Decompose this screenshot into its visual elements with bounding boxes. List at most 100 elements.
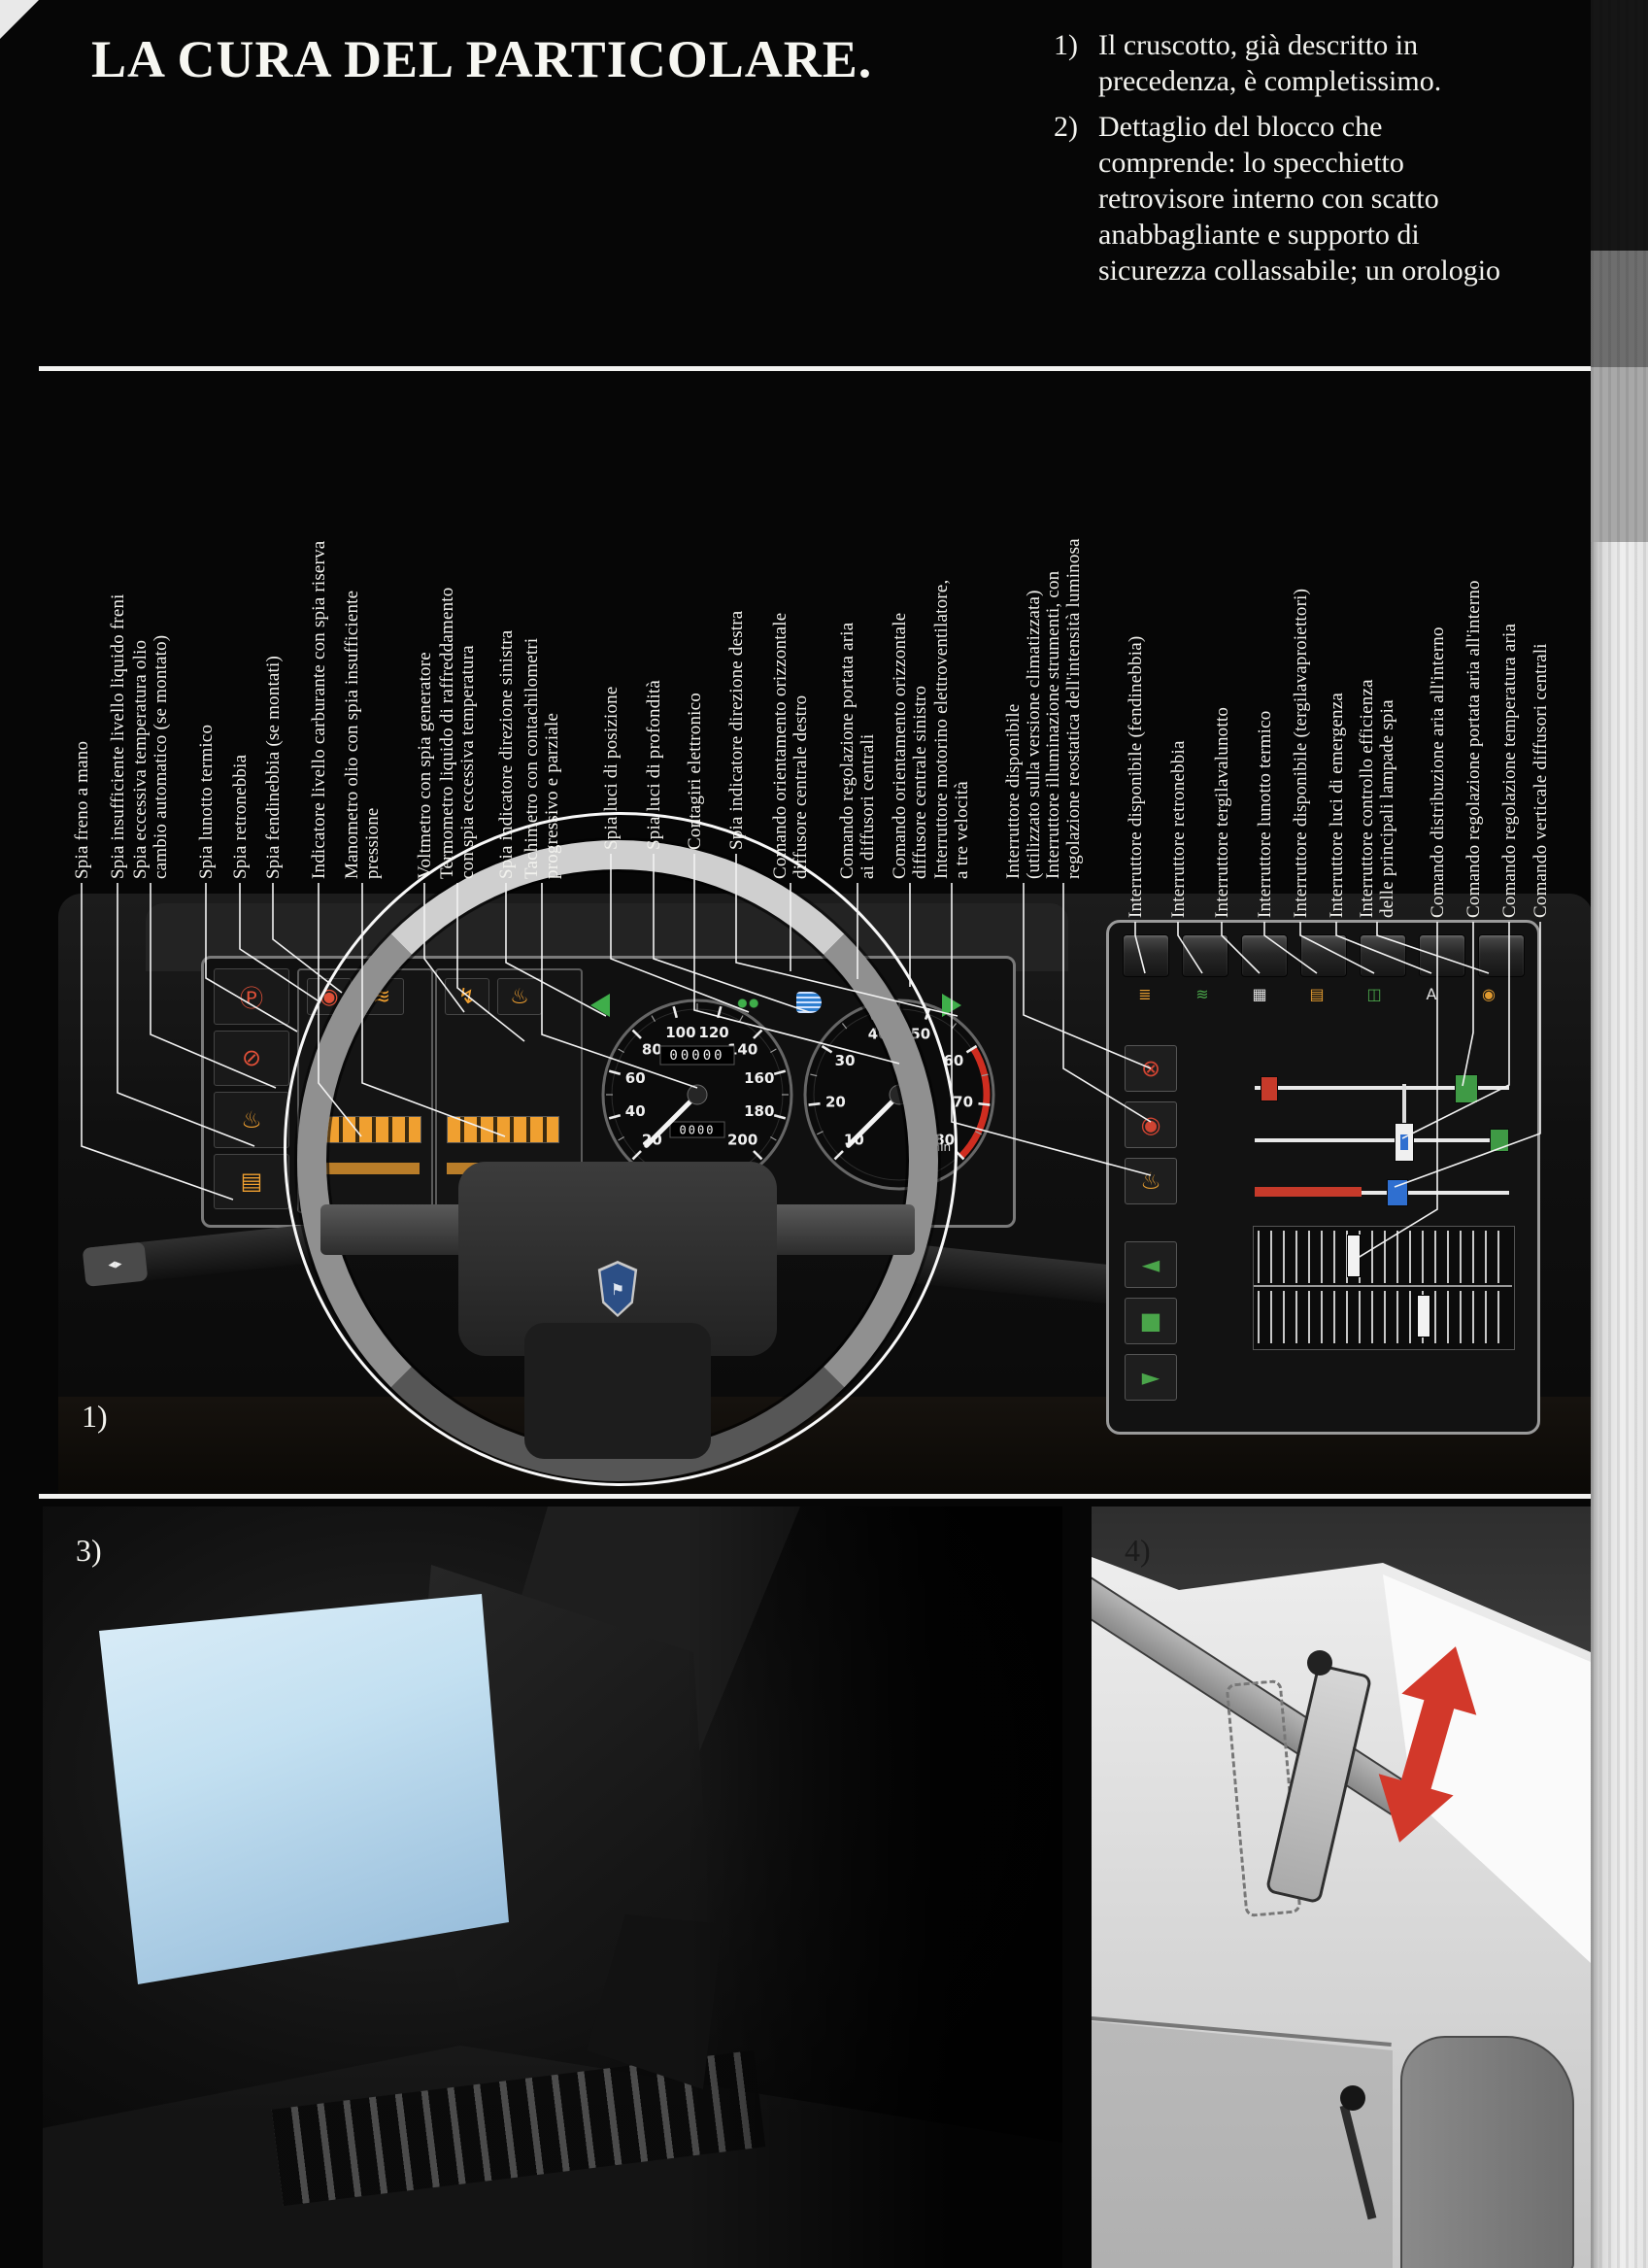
heater-lever-2 <box>1417 1295 1430 1337</box>
dashboard-edge <box>1092 2021 1393 2268</box>
diagram-label: Spia eccessiva temperatura olio cambio a… <box>130 634 171 879</box>
diagram-label: Comando orientamento orizzontale diffuso… <box>890 612 930 879</box>
auxiliary-control-panel: ≣ ≋ ▦ ▤ ◫ A ◉ ⊗ ◉ ♨ ◄ ■ ► <box>1106 920 1540 1435</box>
page-edge-streaks <box>1591 0 1648 2268</box>
recirculation-icon: ⊗ <box>1125 1045 1177 1092</box>
heater-lever-scale-bottom <box>1258 1291 1508 1343</box>
right-turn-indicator-icon <box>942 994 961 1017</box>
rocker-switch <box>1123 934 1169 977</box>
door-mirror-photo <box>43 1506 1062 2268</box>
diagram-label: Interruttore motorino elettroventilatore… <box>931 579 972 879</box>
green-slider-knob-1 <box>1455 1074 1478 1103</box>
diagram-label: Termometro liquido di raffreddamento con… <box>437 587 478 879</box>
red-slider-knob <box>1261 1076 1278 1101</box>
heated-rear-window-icon: ▤ <box>1309 984 1325 1003</box>
adjustment-arrow-icon <box>1378 1646 1477 1843</box>
diagram-label: Interruttore illuminazione strumenti, co… <box>1043 538 1084 879</box>
vent-center-icon: ■ <box>1125 1298 1177 1344</box>
book-spine-shadow <box>1591 0 1648 251</box>
gearbox-oil-temp-icon: ♨ <box>214 1092 289 1148</box>
front-fog-icon: ≣ <box>1138 984 1152 1003</box>
note-1: 1) Il cruscotto, già descritto in preced… <box>1054 27 1559 99</box>
diagram-label: Comando regolazione portata aria all'int… <box>1463 580 1484 918</box>
diagram-label: Interruttore disponibile (fendinebbia) <box>1125 635 1146 918</box>
rear-fog-icon: ≋ <box>1195 984 1209 1003</box>
panel-light-icon: ▦ <box>1252 984 1267 1003</box>
note-2-text: Dettaglio del blocco che comprende: lo s… <box>1098 111 1501 287</box>
diagram-label: Interruttore lunotto termico <box>1254 710 1275 918</box>
rocker-switch <box>1360 934 1406 977</box>
lamp-check-icon: ◉ <box>1482 984 1496 1003</box>
diagram-label: Comando verticale diffusori centrali <box>1530 643 1551 918</box>
separator-line-top <box>39 366 1591 371</box>
gear-knob <box>1340 2085 1365 2111</box>
diagram-label: Spia lunotto termico <box>195 724 217 879</box>
vent-right-icon: ► <box>1125 1354 1177 1401</box>
diagram-label: Spia indicatore direzione destra <box>725 610 747 850</box>
green-slider-knob-2 <box>1490 1129 1509 1152</box>
heater-panel-divider <box>1254 1285 1512 1287</box>
diagram-label: Comando orientamento orizzontale diffuso… <box>770 612 811 879</box>
separator-line-bottom <box>39 1494 1591 1499</box>
figure-3-number: 3) <box>76 1533 102 1568</box>
blue-slider-knob <box>1387 1179 1408 1206</box>
sun-visor-illustration <box>1092 1506 1591 2268</box>
diagram-label: Manometro olio con spia insufficiente pr… <box>342 590 383 879</box>
parking-brake-icon: Ⓟ <box>214 968 289 1025</box>
callout-circle <box>284 812 958 1486</box>
mirror-glass <box>99 1594 509 1984</box>
air-vent-icon: ◉ <box>1125 1101 1177 1148</box>
diagram-label: Voltmetro con spia generatore <box>414 652 435 879</box>
page-corner <box>0 0 39 39</box>
switch-icon-strip: ≣ ≋ ▦ ▤ ◫ A ◉ <box>1123 981 1511 1006</box>
diagram-label: Comando regolazione temperatura aria <box>1498 623 1520 918</box>
note-2: 2) Dettaglio del blocco che comprende: l… <box>1054 109 1559 288</box>
diagram-label: Indicatore livello carburante con spia r… <box>308 540 329 879</box>
rocker-switch-row <box>1123 934 1525 977</box>
heater-icon: ♨ <box>1125 1158 1177 1204</box>
rocker-switch <box>1241 934 1288 977</box>
page-edge-shade-light <box>1591 367 1648 542</box>
diagram-label: Interruttore luci di emergenza <box>1326 693 1347 918</box>
slider-track-2 <box>1255 1138 1509 1142</box>
diagram-label: Comando distribuzione aria all'interno <box>1427 626 1448 918</box>
page-edge-shade-dark <box>1591 251 1648 367</box>
rocker-switch <box>1478 934 1525 977</box>
diagram-label: Spia insufficiente livello liquido freni <box>107 593 128 879</box>
figure-4-number: 4) <box>1125 1533 1151 1568</box>
vent-left-icon: ◄ <box>1125 1241 1177 1288</box>
stalk-arrows-icon: ◂▸ <box>82 1241 149 1287</box>
diagram-label: Spia fendinebbia (se montati) <box>262 655 284 879</box>
rocker-switch <box>1300 934 1347 977</box>
brake-fluid-icon: ⊘ <box>214 1030 289 1086</box>
rocker-switch <box>1182 934 1228 977</box>
seat-silhouette <box>1400 2036 1574 2268</box>
note-1-number: 1) <box>1054 29 1078 61</box>
heater-lever-1 <box>1347 1235 1361 1277</box>
diagram-label: Interruttore retronebbia <box>1167 740 1189 918</box>
vent-button-column: ◄ ■ ► <box>1125 1241 1177 1401</box>
diagram-label: Spia retronebbia <box>229 754 251 879</box>
heater-lever-scale-top <box>1258 1231 1508 1283</box>
diagram-label: Interruttore disponibile (tergilavaproie… <box>1290 588 1311 918</box>
diagram-label: Interruttore controllo efficienza delle … <box>1357 679 1397 918</box>
diagram-label: Interruttore disponibile (utilizzato sul… <box>1003 590 1044 879</box>
heated-window-icon: ▤ <box>214 1153 289 1209</box>
white-slider-handle <box>1395 1123 1414 1162</box>
visor-bracket <box>1307 1650 1332 1676</box>
notes-block: 1) Il cruscotto, già descritto in preced… <box>1054 27 1559 298</box>
temperature-red-bar <box>1255 1187 1362 1197</box>
headlamp-washer-icon: ◫ <box>1366 984 1382 1003</box>
photo-shadow <box>684 1506 1062 2268</box>
figure-1-number: 1) <box>82 1399 108 1434</box>
hazard-icon: A <box>1426 984 1437 1003</box>
diagram-label: Interruttore tergilavalunotto <box>1211 706 1232 918</box>
note-2-number: 2) <box>1054 111 1078 143</box>
heater-lever-panel <box>1253 1226 1515 1350</box>
page-title: LA CURA DEL PARTICOLARE. <box>91 30 873 88</box>
left-button-column: ⊗ ◉ ♨ <box>1125 1045 1177 1204</box>
diagram-label: Spia freno a mano <box>71 740 92 879</box>
warning-light-column: Ⓟ⊘ ♨▤ <box>214 968 289 1209</box>
note-1-text: Il cruscotto, già descritto in precedenz… <box>1098 29 1442 97</box>
